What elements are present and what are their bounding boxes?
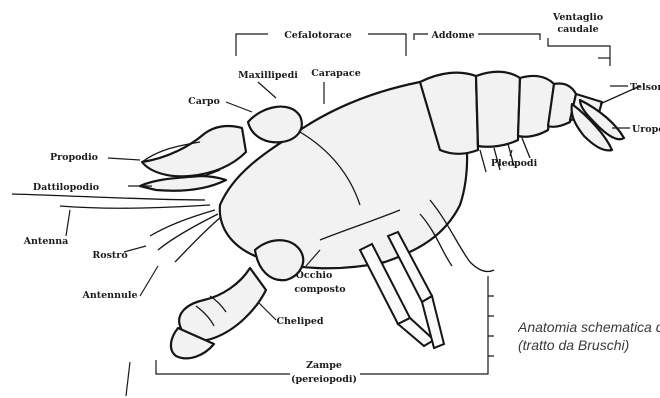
label-cheliped: Cheliped xyxy=(276,316,323,327)
label-rostro: Rostro xyxy=(92,250,127,261)
caption-line-1: Anatomia schematica del gambero xyxy=(518,318,660,336)
label-propodio: Propodio xyxy=(50,152,98,163)
label-uropodi: Uropodi xyxy=(632,124,660,135)
antenna-line xyxy=(12,194,205,200)
label-ventaglio-1: Ventaglio xyxy=(552,12,603,23)
label-occhio-composto-1: Occhio xyxy=(296,270,333,281)
antennule-lines xyxy=(150,210,222,262)
label-cefalotorace: Cefalotorace xyxy=(284,30,352,41)
crayfish-drawing xyxy=(12,72,640,359)
figure-caption: Anatomia schematica del gambero (tratto … xyxy=(518,318,660,354)
label-antenna: Antenna xyxy=(23,236,69,247)
lower-claw xyxy=(171,240,303,358)
label-pleopodi: Pleopodi xyxy=(491,158,538,169)
label-antennule: Antennule xyxy=(81,290,137,301)
label-dattilopodio: Dattilopodio xyxy=(33,182,99,193)
label-zampe-2: (pereiopodi) xyxy=(291,374,357,385)
caption-line-2: (tratto da Bruschi) xyxy=(518,336,660,354)
label-zampe-1: Zampe xyxy=(306,360,342,371)
label-telson: Telson xyxy=(630,82,660,93)
label-addome: Addome xyxy=(430,30,474,41)
label-maxillipedi: Maxillipedi xyxy=(238,70,298,81)
label-occhio-composto-2: composto xyxy=(294,284,345,295)
label-ventaglio-2: caudale xyxy=(557,24,598,35)
label-carapace: Carapace xyxy=(311,68,361,79)
label-carpo: Carpo xyxy=(188,96,220,107)
